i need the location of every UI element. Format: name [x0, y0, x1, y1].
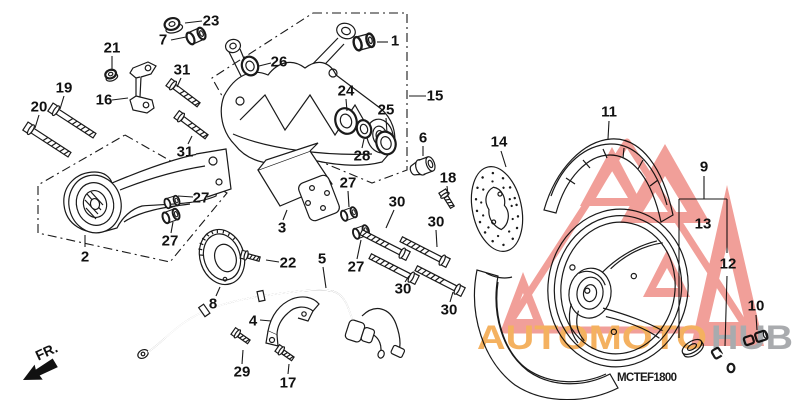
- callout-24: 24: [337, 82, 355, 100]
- callout-17: 17: [279, 374, 297, 392]
- bolt-20: [21, 120, 74, 160]
- collar-6: [409, 156, 436, 176]
- assembly-box-15: [211, 12, 408, 184]
- callout-27: 27: [339, 174, 357, 192]
- fr-direction: FR.: [23, 339, 60, 380]
- callout-14: 14: [490, 133, 508, 151]
- bolt-31a: [164, 77, 203, 110]
- callout-22: 22: [279, 254, 297, 272]
- callout-3: 3: [277, 219, 287, 237]
- bearing-24: [334, 107, 358, 135]
- callout-21: 21: [103, 39, 121, 57]
- fr-arrow-icon: [23, 358, 58, 380]
- arm-3: [257, 142, 340, 222]
- callout-9: 9: [699, 158, 709, 176]
- callout-29: 29: [233, 363, 251, 381]
- callout-2: 2: [80, 248, 90, 266]
- watermark-brand-secondary: HUB: [711, 319, 793, 357]
- callout-27: 27: [192, 189, 210, 207]
- callout-5: 5: [317, 250, 327, 268]
- leader-lines: [34, 20, 758, 375]
- callout-27: 27: [347, 258, 365, 276]
- brake-disc-14: [470, 166, 524, 252]
- callout-4: 4: [248, 312, 258, 330]
- callout-13: 13: [694, 215, 712, 233]
- bushing-1: [351, 31, 377, 53]
- callout-7: 7: [158, 31, 168, 49]
- bolt-30d: [413, 262, 467, 298]
- bracket-16: [129, 61, 157, 114]
- callout-12: 12: [719, 255, 737, 273]
- callout-6: 6: [418, 129, 428, 147]
- bolt-17: [273, 343, 297, 364]
- diagram-code: MCTEF1800: [617, 372, 677, 384]
- bushing-27b: [160, 206, 182, 226]
- callout-11: 11: [601, 103, 617, 121]
- seal-28: [355, 119, 373, 139]
- watermark: AUTOMOTO HUB: [477, 138, 793, 357]
- callout-25: 25: [377, 101, 395, 119]
- callout-31: 31: [173, 61, 191, 79]
- callout-30: 30: [440, 301, 458, 319]
- sensor-cable-5: [137, 289, 406, 360]
- callout-30: 30: [394, 280, 412, 298]
- fr-label: FR.: [33, 339, 60, 363]
- callout-18: 18: [439, 169, 457, 187]
- callout-23: 23: [202, 12, 220, 30]
- callout-30: 30: [427, 213, 445, 231]
- callout-1: 1: [390, 32, 400, 50]
- nut-23: [163, 16, 184, 34]
- callout-10: 10: [747, 297, 765, 315]
- watermark-brand-primary: AUTOMOTO: [477, 319, 707, 357]
- callout-16: 16: [95, 91, 113, 109]
- callout-20: 20: [30, 98, 48, 116]
- seal-26: [240, 55, 260, 77]
- pulser-ring-8: [198, 228, 246, 286]
- callout-15: 15: [426, 87, 444, 105]
- tire-lower-shell: [473, 269, 619, 400]
- watermark-triangle-outline: [501, 138, 752, 334]
- callout-28: 28: [353, 147, 371, 165]
- nut-21: [104, 68, 119, 82]
- swingarm-2: [63, 148, 232, 234]
- bearing-25: [375, 130, 397, 156]
- callout-8: 8: [208, 295, 218, 313]
- bolt-30c: [367, 250, 421, 286]
- callout-19: 19: [55, 79, 73, 97]
- bolt-29: [229, 326, 253, 347]
- callout-26: 26: [270, 53, 288, 71]
- bolt-19: [46, 101, 99, 141]
- bolt-30a: [358, 226, 412, 262]
- callout-27: 27: [161, 232, 179, 250]
- valve-12: [710, 346, 736, 374]
- bushing-27c: [338, 205, 360, 223]
- callout-30: 30: [388, 193, 406, 211]
- callout-31: 31: [176, 143, 194, 161]
- bracket-4: [265, 296, 320, 347]
- watermark-triangles: [501, 144, 764, 346]
